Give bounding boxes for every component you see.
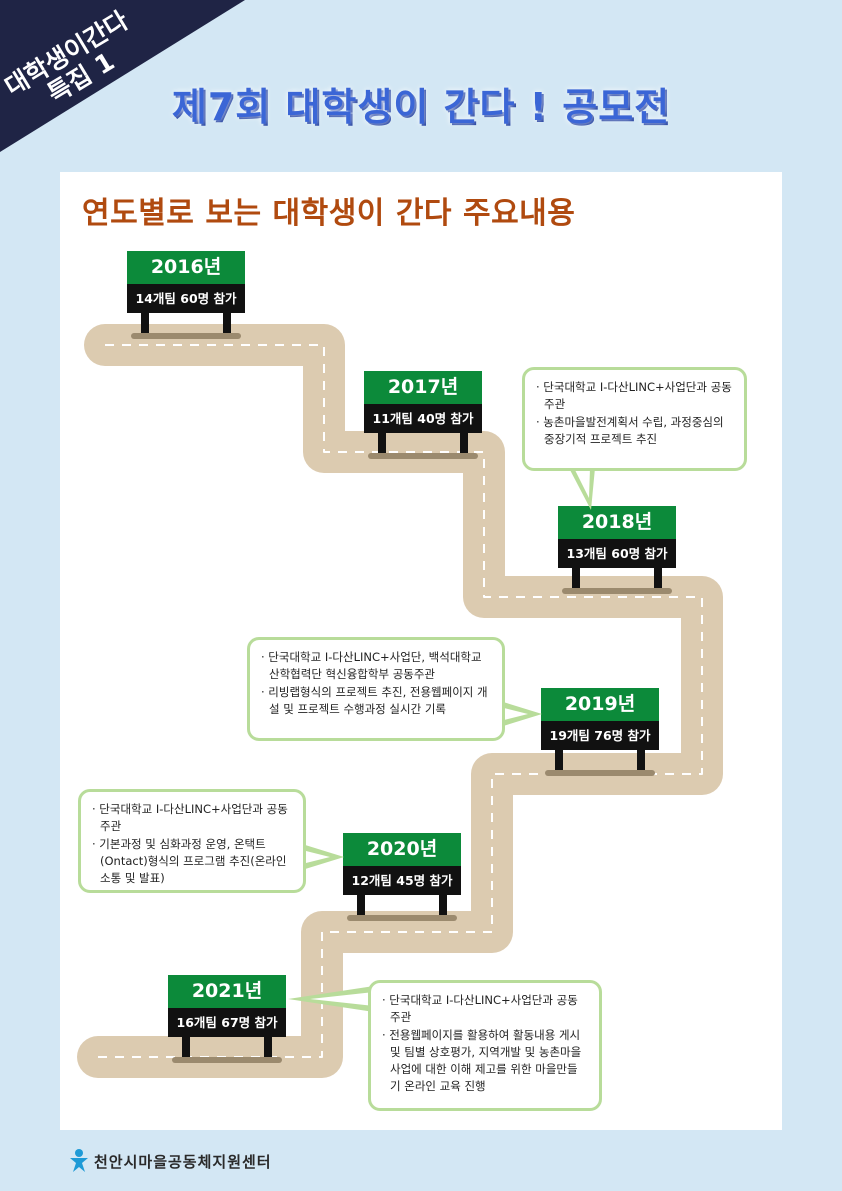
bubble-tail-2019 <box>500 701 542 727</box>
sign-post <box>141 313 149 335</box>
footer: 천안시마을공동체지원센터 <box>68 1146 272 1176</box>
sign-post <box>223 313 231 335</box>
bubble-tail-2021 <box>288 986 374 1012</box>
sign-count: 19개팀 76명 참가 <box>541 721 659 750</box>
sign-year: 2021년 <box>168 975 286 1008</box>
sign-post <box>555 750 563 772</box>
page-title: 제7회 대학생이 간다 ! 공모전 <box>171 85 671 129</box>
sign-2016: 2016년 14개팀 60명 참가 <box>127 251 245 339</box>
sign-year: 2019년 <box>541 688 659 721</box>
sign-shadow <box>545 770 655 776</box>
timeline-panel: 연도별로 보는 대학생이 간다 주요내용 2016년 14개팀 60명 참가 2… <box>60 172 782 1130</box>
note-2021: · 단국대학교 I-다산LINC+사업단과 공동주관 · 전용웹페이지를 활용하… <box>368 980 602 1111</box>
sign-2017: 2017년 11개팀 40명 참가 <box>364 371 482 459</box>
sign-2021: 2021년 16개팀 67명 참가 <box>168 975 286 1063</box>
sign-count: 13개팀 60명 참가 <box>558 539 676 568</box>
sign-shadow <box>368 453 478 459</box>
sign-count: 12개팀 45명 참가 <box>343 866 461 895</box>
sign-year: 2017년 <box>364 371 482 404</box>
sign-post <box>264 1037 272 1059</box>
note-line: · 농촌마을발전계획서 수립, 과정중심의 중장기적 프로젝트 추진 <box>536 414 724 446</box>
note-2019: · 단국대학교 I-다산LINC+사업단, 백석대학교 산학협력단 혁신융합학부… <box>247 637 505 741</box>
note-line: · 단국대학교 I-다산LINC+사업단과 공동주관 <box>382 993 578 1025</box>
sign-2019: 2019년 19개팀 76명 참가 <box>541 688 659 776</box>
sign-shadow <box>131 333 241 339</box>
sign-year: 2016년 <box>127 251 245 284</box>
section-subtitle: 연도별로 보는 대학생이 간다 주요내용 <box>82 196 576 231</box>
sign-count: 14개팀 60명 참가 <box>127 284 245 313</box>
sign-shadow <box>562 588 672 594</box>
corner-badge: 대학생이간다 특집 1 <box>0 0 245 152</box>
sign-post <box>357 895 365 917</box>
sign-post <box>572 568 580 590</box>
note-line: · 단국대학교 I-다산LINC+사업단과 공동주관 <box>92 802 288 834</box>
sign-shadow <box>172 1057 282 1063</box>
sign-count: 11개팀 40명 참가 <box>364 404 482 433</box>
sign-post <box>654 568 662 590</box>
sign-year: 2020년 <box>343 833 461 866</box>
person-logo-icon <box>70 1149 88 1172</box>
sign-post <box>439 895 447 917</box>
note-line: · 단국대학교 I-다산LINC+사업단과 공동주관 <box>536 380 732 412</box>
sign-year: 2018년 <box>558 506 676 539</box>
sign-post <box>182 1037 190 1059</box>
note-2018: · 단국대학교 I-다산LINC+사업단과 공동주관 · 농촌마을발전계획서 수… <box>522 367 747 471</box>
sign-post <box>637 750 645 772</box>
sign-2020: 2020년 12개팀 45명 참가 <box>343 833 461 921</box>
note-line: · 리빙랩형식의 프로젝트 추진, 전용웹페이지 개설 및 프로젝트 수행과정 … <box>261 684 488 716</box>
bubble-tail-2018 <box>569 468 595 510</box>
note-line: · 기본과정 및 심화과정 운영, 온택트 (Ontact)형식의 프로그램 추… <box>92 836 287 886</box>
sign-shadow <box>347 915 457 921</box>
sign-post <box>460 433 468 455</box>
sign-2018: 2018년 13개팀 60명 참가 <box>558 506 676 594</box>
note-line: · 단국대학교 I-다산LINC+사업단, 백석대학교 산학협력단 혁신융합학부… <box>261 650 482 682</box>
note-2020: · 단국대학교 I-다산LINC+사업단과 공동주관 · 기본과정 및 심화과정… <box>78 789 306 893</box>
note-line: · 전용웹페이지를 활용하여 활동내용 게시 및 팀별 상호평가, 지역개발 및… <box>382 1027 582 1094</box>
sign-count: 16개팀 67명 참가 <box>168 1008 286 1037</box>
bubble-tail-2020 <box>302 844 344 870</box>
footer-org-name: 천안시마을공동체지원센터 <box>94 1152 272 1171</box>
timeline-road <box>77 324 723 1078</box>
sign-post <box>378 433 386 455</box>
